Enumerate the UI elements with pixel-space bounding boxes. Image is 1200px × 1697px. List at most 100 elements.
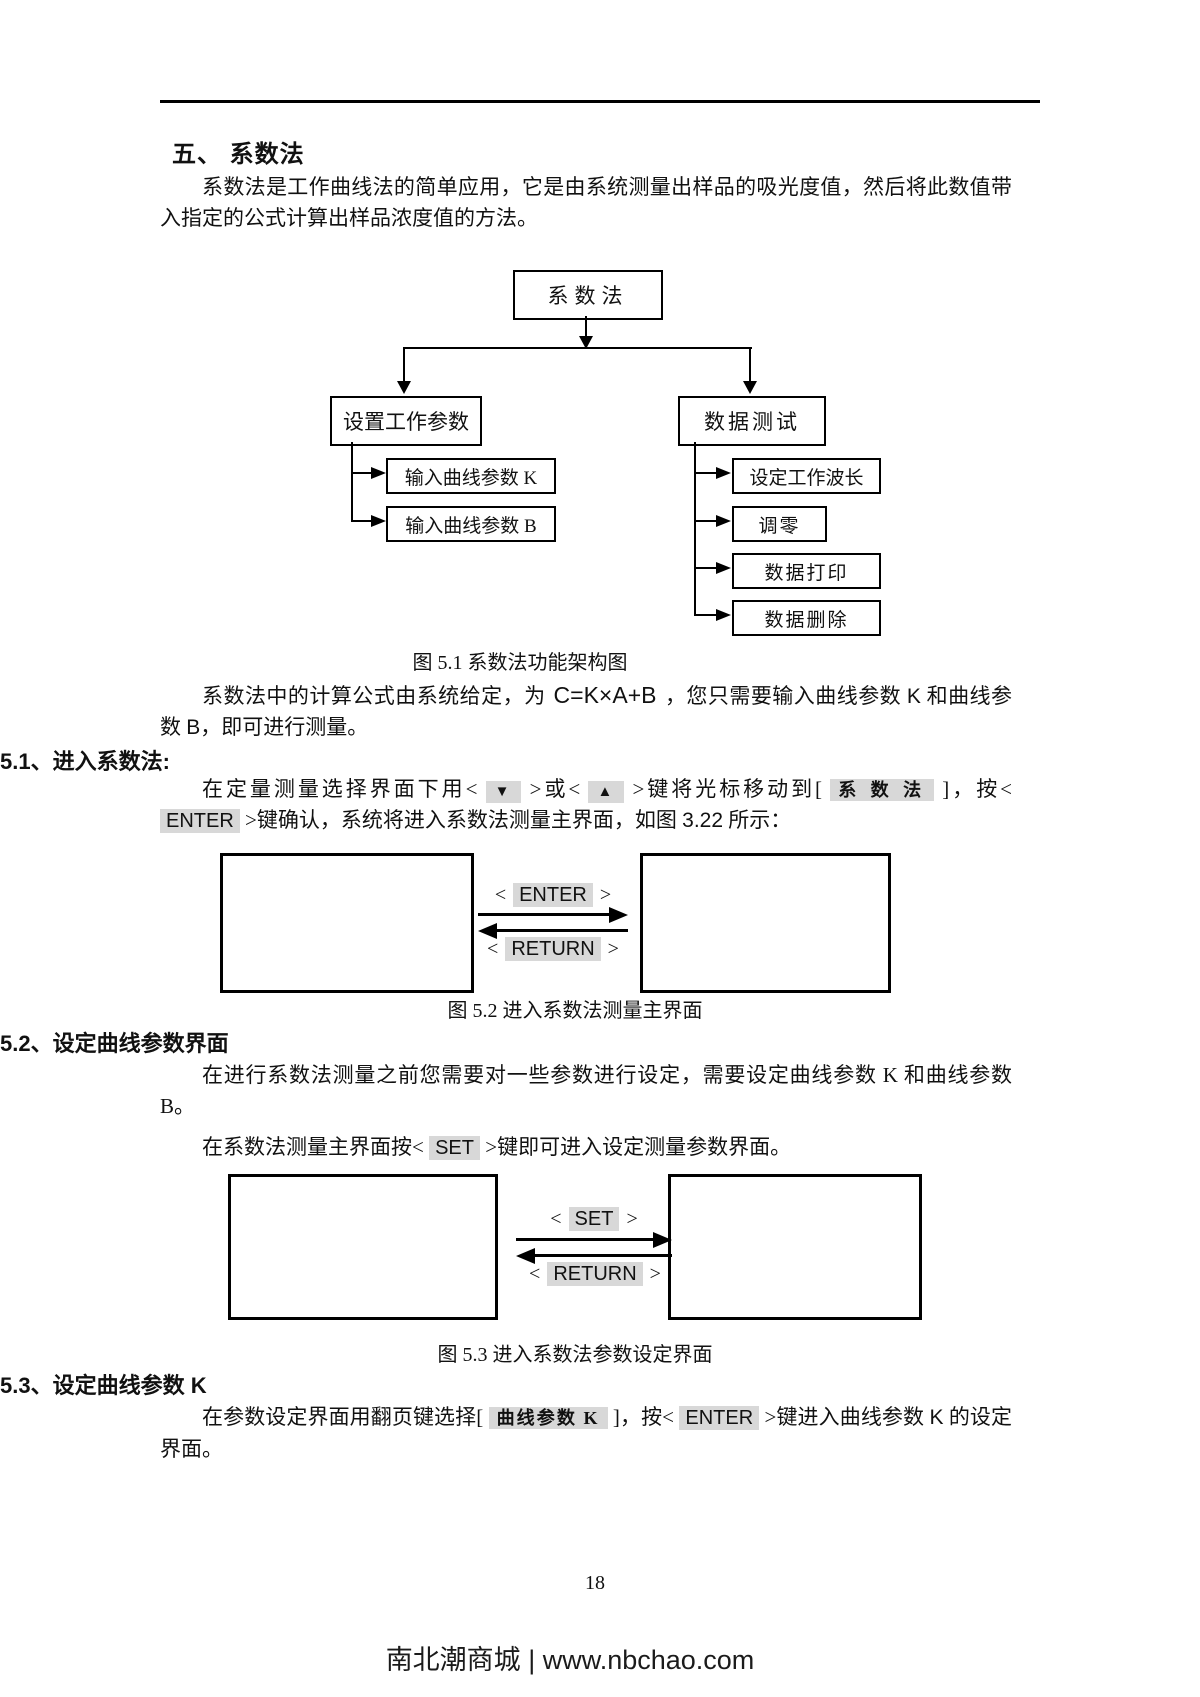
flow-child-box: 调零 bbox=[732, 506, 827, 542]
flow-line bbox=[403, 347, 405, 382]
angle-open: < bbox=[487, 938, 499, 960]
inline-text: ]，按< bbox=[607, 1405, 680, 1429]
arrow-line bbox=[478, 913, 610, 916]
page-number: 18 bbox=[585, 1572, 605, 1594]
angle-close: > bbox=[599, 884, 612, 906]
arrow-down-icon bbox=[579, 336, 593, 349]
inline-text: 系数法中的计算公式由系统给定，为 bbox=[202, 684, 546, 708]
screen-box bbox=[220, 853, 474, 993]
flow-root-box: 系数法 bbox=[513, 270, 663, 320]
inline-key-highlight: 曲线参数 K bbox=[488, 1407, 608, 1429]
flow-line bbox=[694, 442, 696, 616]
inline-text: ，您只需要输入曲线参数 bbox=[664, 684, 907, 708]
inline-text: >键进入曲线参数 bbox=[759, 1405, 930, 1429]
flow-child-box: 输入曲线参数 B bbox=[386, 506, 556, 542]
flow-line bbox=[351, 442, 353, 522]
screen-box bbox=[668, 1174, 922, 1320]
arrow-right-icon bbox=[609, 907, 628, 923]
formula-paragraph: 系数法中的计算公式由系统给定，为 C=K×A+B ，您只需要输入曲线参数 K 和曲线… bbox=[160, 680, 1012, 743]
inline-text: >键将光标移动到[ bbox=[624, 777, 831, 801]
inline-key-highlight: K bbox=[906, 685, 921, 708]
arrow-right-icon bbox=[716, 609, 731, 621]
section-title: 五、 系数法 bbox=[172, 141, 305, 168]
arrow-right-icon bbox=[716, 515, 731, 527]
inline-key-highlight: ENTER bbox=[160, 809, 240, 833]
flow-child-box: 输入曲线参数 K bbox=[386, 458, 556, 494]
inline-text: 所示： bbox=[723, 808, 792, 832]
header-rule bbox=[160, 100, 1040, 103]
paragraph-5-1-line1: 在定量测量选择界面下用< ▼ >或< ▲ >键将光标移动到[ 系 数 法 ]，按… bbox=[160, 774, 1012, 808]
angle-open: < bbox=[529, 1263, 541, 1285]
screen-box bbox=[228, 1174, 498, 1320]
flow-child-box: 数据删除 bbox=[732, 600, 881, 636]
fig52-enter-label: < ENTER > bbox=[470, 883, 636, 907]
arrow-line bbox=[534, 1254, 672, 1257]
flow-line bbox=[351, 472, 373, 474]
heading-5-3: 5.3、设定曲线参数 K bbox=[0, 1373, 207, 1398]
inline-key-highlight: B bbox=[186, 716, 201, 739]
fig53-return-label: <RETURN> bbox=[504, 1262, 686, 1286]
figure-5-2-caption: 图 5.2 进入系数法测量主界面 bbox=[447, 1000, 703, 1022]
paragraph-5-3: 在参数设定界面用翻页键选择[ 曲线参数 K ]，按< ENTER >键进入曲线参… bbox=[160, 1402, 1012, 1465]
flow-line bbox=[404, 347, 752, 349]
inline-key-highlight: C=K×A+B bbox=[553, 682, 657, 708]
inline-text: 在系数法测量主界面按< bbox=[202, 1135, 430, 1159]
inline-text: 和曲线参数 bbox=[160, 684, 1013, 739]
inline-key-highlight: ▼ bbox=[485, 781, 522, 803]
angle-open: < bbox=[494, 884, 507, 906]
inline-text: 的设定界面。 bbox=[160, 1405, 1013, 1461]
flow-line bbox=[694, 614, 718, 616]
arrow-right-icon bbox=[653, 1232, 672, 1248]
intro-paragraph: 系数法是工作曲线法的简单应用，它是由系统测量出样品的吸光度值，然后将此数值带入指… bbox=[160, 175, 1012, 230]
flow-right-parent-box: 数据测试 bbox=[678, 396, 826, 446]
inline-text: 在定量测量选择界面下用< bbox=[202, 777, 486, 801]
screen-box bbox=[640, 853, 891, 993]
angle-close: > bbox=[626, 1208, 638, 1230]
return-key-label: RETURN bbox=[505, 937, 601, 961]
flow-left-parent-box: 设置工作参数 bbox=[330, 396, 482, 446]
inline-text: >键即可进入设定测量参数界面。 bbox=[480, 1135, 792, 1159]
heading-5-2: 5.2、设定曲线参数界面 bbox=[0, 1031, 229, 1056]
arrow-left-icon bbox=[478, 923, 497, 939]
inline-text: ]，按< bbox=[934, 777, 1012, 801]
angle-close: > bbox=[649, 1263, 661, 1285]
inline-key-highlight: ENTER bbox=[679, 1406, 760, 1430]
flow-line bbox=[585, 316, 587, 338]
inline-key-highlight: ▲ bbox=[588, 781, 625, 803]
angle-close: > bbox=[607, 938, 619, 960]
inline-key-highlight: SET bbox=[429, 1136, 480, 1160]
figure-5-1-caption: 图 5.1 系数法功能架构图 bbox=[412, 652, 628, 674]
arrow-right-icon bbox=[716, 562, 731, 574]
flow-line bbox=[351, 520, 373, 522]
set-key-label: SET bbox=[568, 1207, 620, 1231]
inline-text: ，即可进行测量。 bbox=[200, 715, 369, 739]
heading-5-1: 5.1、进入系数法: bbox=[0, 749, 170, 774]
flow-child-box: 数据打印 bbox=[732, 553, 881, 589]
flow-line bbox=[694, 567, 718, 569]
inline-text: >键确认，系统将进入系数法测量主界面，如图 bbox=[239, 808, 683, 832]
paragraph-5-2a: 在进行系数法测量之前您需要对一些参数进行设定，需要设定曲线参数 K 和曲线参数 … bbox=[160, 1063, 1012, 1118]
paragraph-5-1-line2: ENTER >键确认，系统将进入系数法测量主界面，如图 3.22 所示： bbox=[160, 805, 1012, 837]
inline-text: >或< bbox=[521, 777, 589, 801]
inline-key-highlight: 3.22 bbox=[682, 809, 724, 832]
arrow-right-icon bbox=[716, 467, 731, 479]
flow-line bbox=[749, 347, 751, 382]
site-footer: 南北潮商城 | www.nbchao.com bbox=[385, 1645, 755, 1675]
arrow-right-icon bbox=[371, 515, 386, 527]
paragraph-5-2b: 在系数法测量主界面按< SET >键即可进入设定测量参数界面。 bbox=[160, 1132, 1012, 1164]
arrow-down-icon bbox=[397, 381, 411, 394]
arrow-left-icon bbox=[516, 1248, 535, 1264]
fig52-return-label: < RETURN > bbox=[462, 937, 644, 961]
inline-key-highlight: 系 数 法 bbox=[830, 779, 935, 801]
arrow-right-icon bbox=[371, 467, 386, 479]
flow-line bbox=[694, 472, 718, 474]
inline-key-highlight: K bbox=[929, 1406, 944, 1429]
flow-line bbox=[694, 520, 718, 522]
figure-5-3-caption: 图 5.3 进入系数法参数设定界面 bbox=[437, 1344, 713, 1366]
angle-open: < bbox=[550, 1208, 562, 1230]
enter-key-label: ENTER bbox=[513, 883, 593, 907]
arrow-line bbox=[496, 929, 628, 932]
flow-child-box: 设定工作波长 bbox=[732, 458, 881, 494]
arrow-down-icon bbox=[743, 381, 757, 394]
